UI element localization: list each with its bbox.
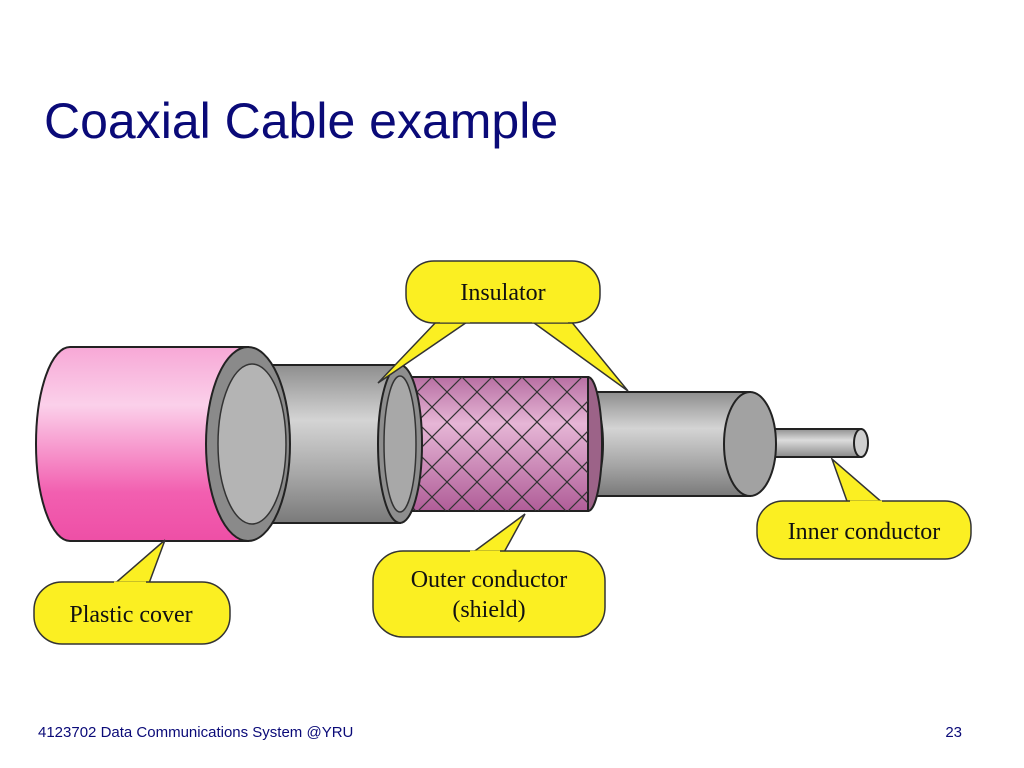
callout-insulator: Insulator: [377, 260, 629, 392]
footer-course: 4123702 Data Communications System @YRU: [38, 724, 354, 741]
plastic-cover: [35, 346, 291, 542]
callout-inner-conductor: Inner conductor: [756, 456, 972, 560]
label-insulator: Insulator: [460, 280, 545, 306]
callout-outer-conductor: Outer conductor (shield): [372, 513, 606, 638]
slide-title: Coaxial Cable example: [44, 93, 559, 149]
label-outer-conductor-shield: (shield): [452, 597, 525, 623]
outer-conductor-braid: [383, 376, 603, 512]
callout-plastic-cover: Plastic cover: [33, 539, 231, 645]
label-inner-conductor: Inner conductor: [788, 519, 941, 545]
label-plastic-cover: Plastic cover: [69, 602, 192, 628]
label-outer-conductor: Outer conductor: [411, 567, 568, 593]
footer-page-number: 23: [945, 724, 962, 741]
